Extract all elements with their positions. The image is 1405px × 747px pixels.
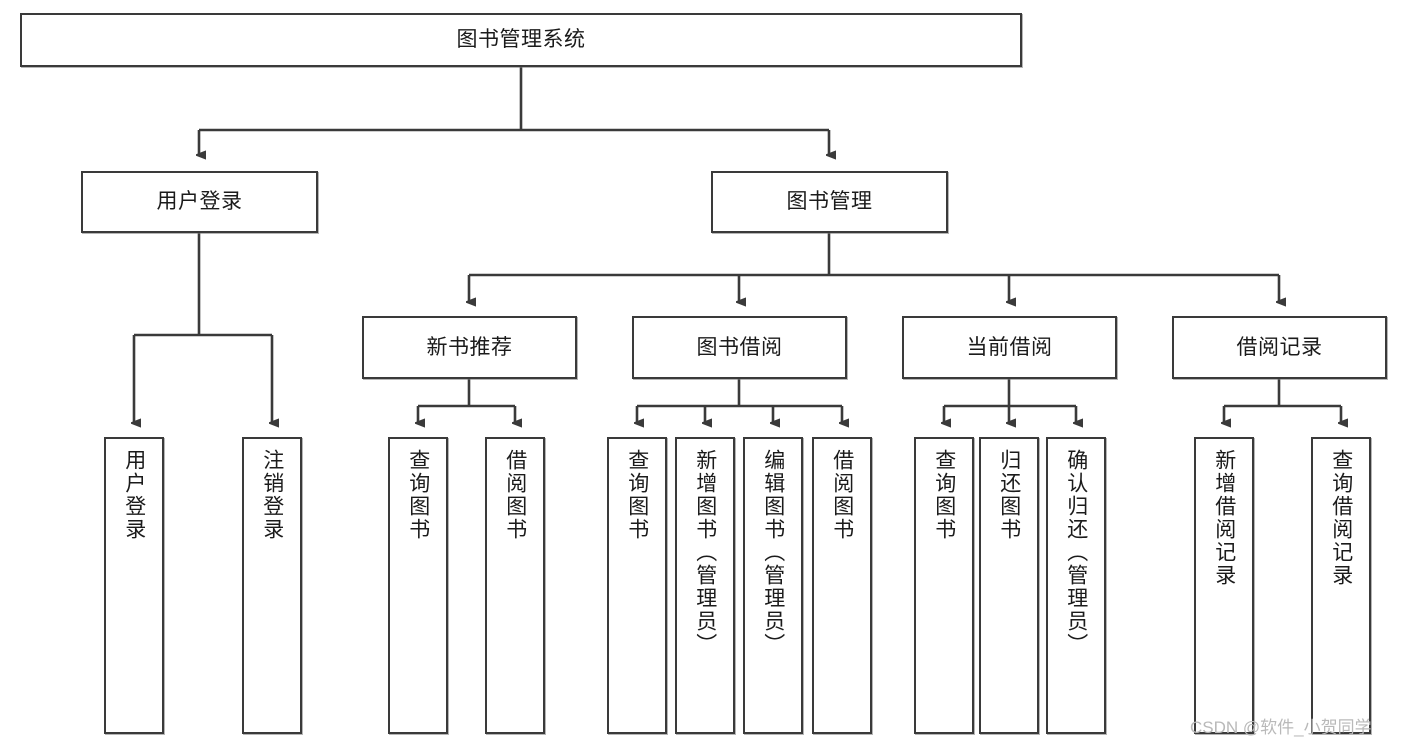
leaf-return-book[interactable]: 归还图书 [979, 437, 1039, 734]
leaf-query-book-3[interactable]: 查询图书 [914, 437, 974, 734]
leaf-user-login[interactable]: 用户登录 [104, 437, 164, 734]
leaf-query-book-2[interactable]: 查询图书 [607, 437, 667, 734]
node-borrow-record[interactable]: 借阅记录 [1172, 316, 1387, 379]
node-label: 用户登录 [122, 449, 146, 541]
node-label: 图书管理 [786, 190, 873, 214]
leaf-query-book-1[interactable]: 查询图书 [388, 437, 448, 734]
node-user-login[interactable]: 用户登录 [81, 171, 318, 233]
node-label: 注销登录 [260, 449, 284, 541]
node-label: 新书推荐 [426, 335, 513, 359]
node-book-management-system[interactable]: 图书管理系统 [20, 13, 1022, 67]
node-label: 查询借阅记录 [1329, 449, 1353, 587]
leaf-borrow-book-2[interactable]: 借阅图书 [812, 437, 872, 734]
leaf-edit-book[interactable]: 编辑图书（管理员） [743, 437, 803, 734]
node-book-borrow[interactable]: 图书借阅 [632, 316, 847, 379]
node-label: 图书借阅 [696, 335, 783, 359]
leaf-query-borrow-record[interactable]: 查询借阅记录 [1311, 437, 1371, 734]
node-label: 归还图书 [997, 449, 1021, 541]
node-label: 编辑图书（管理员） [761, 449, 785, 656]
node-label: 新增借阅记录 [1212, 449, 1236, 587]
node-label: 查询图书 [932, 449, 956, 541]
node-label: 确认归还（管理员） [1064, 449, 1088, 656]
node-label: 查询图书 [625, 449, 649, 541]
leaf-confirm-return[interactable]: 确认归还（管理员） [1046, 437, 1106, 734]
node-current-borrow[interactable]: 当前借阅 [902, 316, 1117, 379]
node-label: 借阅记录 [1236, 335, 1323, 359]
node-label: 查询图书 [406, 449, 430, 541]
leaf-add-borrow-record[interactable]: 新增借阅记录 [1194, 437, 1254, 734]
node-new-book-recommend[interactable]: 新书推荐 [362, 316, 577, 379]
node-book-management[interactable]: 图书管理 [711, 171, 948, 233]
node-label: 借阅图书 [503, 449, 527, 541]
leaf-borrow-book-1[interactable]: 借阅图书 [485, 437, 545, 734]
node-label: 借阅图书 [830, 449, 854, 541]
node-label: 当前借阅 [966, 335, 1053, 359]
node-label: 新增图书（管理员） [693, 449, 717, 656]
leaf-add-book[interactable]: 新增图书（管理员） [675, 437, 735, 734]
node-label: 用户登录 [156, 190, 243, 214]
leaf-logout-login[interactable]: 注销登录 [242, 437, 302, 734]
node-label: 图书管理系统 [456, 28, 586, 52]
